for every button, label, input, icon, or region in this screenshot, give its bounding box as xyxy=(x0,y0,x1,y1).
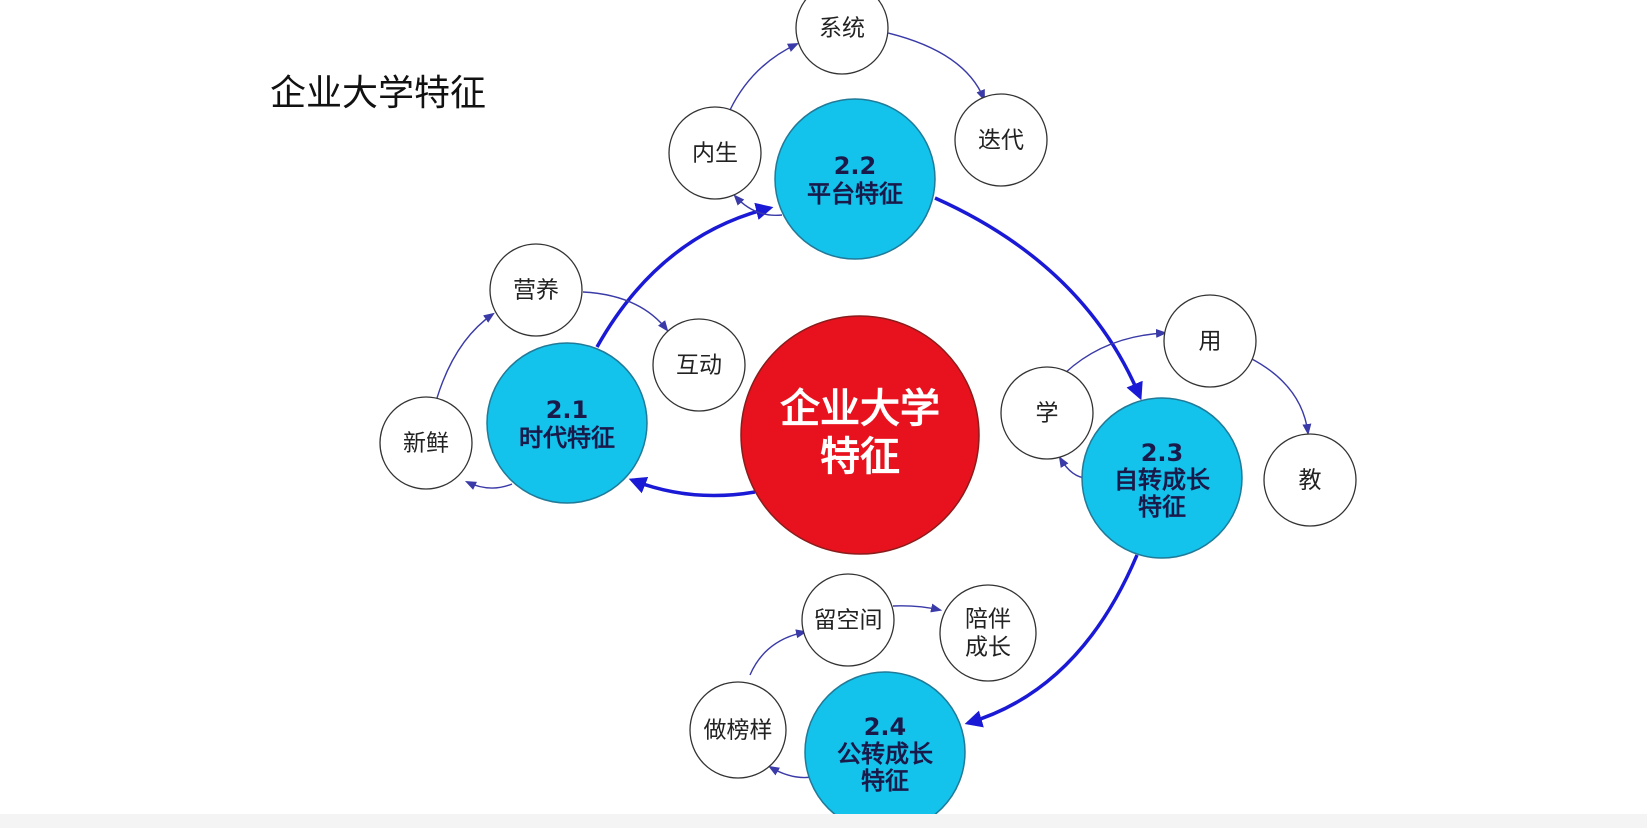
center-label-line2: 特征 xyxy=(820,434,900,480)
arrow-liukongjian-to-peiban xyxy=(892,603,943,613)
sub-circle-zuobangyang xyxy=(689,681,787,779)
arrow-xue-to-yong xyxy=(1064,328,1168,374)
sub-node-peiban: 陪伴 成长 xyxy=(939,584,1037,682)
feature-name-2-4-line1: 公转成长 xyxy=(837,740,934,768)
sub-node-yingyang: 营养 xyxy=(489,243,583,337)
arrow-2-2-to-neisheng xyxy=(733,194,783,217)
center-circle xyxy=(740,315,980,555)
sub-node-yong: 用 xyxy=(1163,294,1257,388)
sub-label-peiban-line2: 成长 xyxy=(965,635,1011,661)
bottom-strip xyxy=(0,814,1647,828)
feature-node-2-4: 2.4 公转成长 特征 xyxy=(804,671,966,828)
sub-node-zuobangyang: 做榜样 xyxy=(689,681,787,779)
arrow-2-2-to-2-3 xyxy=(934,196,1143,401)
sub-circle-xinxian xyxy=(379,396,473,490)
arrow-2-1-to-2-2 xyxy=(595,202,774,348)
sub-node-liukongjian: 留空间 xyxy=(801,573,895,667)
arrow-yingyang-to-hudong xyxy=(582,291,669,332)
feature-node-2-1: 2.1 时代特征 xyxy=(486,342,648,504)
center-node: 企业大学 特征 xyxy=(740,315,980,555)
sub-node-xitong: 系统 xyxy=(795,0,889,75)
feature-name-2-4-line2: 特征 xyxy=(861,767,909,795)
feature-name-2-3-line2: 特征 xyxy=(1138,493,1186,521)
sub-label-xitong: 系统 xyxy=(819,16,865,42)
sub-node-xinxian: 新鲜 xyxy=(379,396,473,490)
sub-node-xue: 学 xyxy=(1000,366,1094,460)
feature-number-2-3: 2.3 xyxy=(1141,439,1184,467)
feature-name-2-1: 时代特征 xyxy=(519,424,615,452)
sub-label-peiban-line1: 陪伴 xyxy=(965,607,1011,633)
center-label-line1: 企业大学 xyxy=(780,386,940,432)
arrow-2-4-to-zuobangyang xyxy=(768,765,813,779)
sub-label-zuobangyang: 做榜样 xyxy=(704,718,773,744)
sub-circle-yingyang xyxy=(489,243,583,337)
sub-node-hudong: 互动 xyxy=(652,318,746,412)
sub-circle-xitong xyxy=(795,0,889,75)
page-title: 企业大学特征 xyxy=(270,73,487,114)
arrow-xitong-to-diedai xyxy=(887,32,985,102)
sub-label-xue: 学 xyxy=(1036,401,1059,427)
arrow-yong-to-jiao xyxy=(1249,357,1312,436)
feature-circle-2-2 xyxy=(774,98,936,260)
feature-name-2-3-line1: 自转成长 xyxy=(1114,466,1211,494)
sub-label-xinxian: 新鲜 xyxy=(403,431,449,457)
feature-node-2-3: 2.3 自转成长 特征 xyxy=(1081,397,1243,559)
feature-circle-2-3 xyxy=(1081,397,1243,559)
sub-circle-jiao xyxy=(1263,433,1357,527)
feature-node-2-2: 2.2 平台特征 xyxy=(774,98,936,260)
feature-number-2-2: 2.2 xyxy=(834,152,877,180)
sub-label-yong: 用 xyxy=(1199,329,1222,355)
sub-label-diedai: 迭代 xyxy=(978,128,1024,154)
sub-label-liukongjian: 留空间 xyxy=(814,608,883,634)
arrow-neisheng-to-xitong xyxy=(729,43,800,111)
feature-name-2-2: 平台特征 xyxy=(807,180,903,208)
sub-node-diedai: 迭代 xyxy=(954,93,1048,187)
sub-label-yingyang: 营养 xyxy=(513,278,559,304)
feature-number-2-1: 2.1 xyxy=(546,396,589,424)
arrow-center-to-2-1 xyxy=(628,477,756,498)
arrow-xinxian-to-yingyang xyxy=(436,312,495,399)
sub-label-jiao: 教 xyxy=(1299,468,1322,494)
sub-node-neisheng: 内生 xyxy=(668,106,762,200)
arrow-2-1-to-xinxian xyxy=(464,481,513,490)
sub-circle-liukongjian xyxy=(801,573,895,667)
sub-label-hudong: 互动 xyxy=(676,353,722,379)
feature-circle-2-1 xyxy=(486,342,648,504)
sub-node-jiao: 教 xyxy=(1263,433,1357,527)
sub-circle-hudong xyxy=(652,318,746,412)
sub-circle-peiban xyxy=(939,584,1037,682)
arrow-zuobangyang-to-liukongjian xyxy=(749,629,808,676)
sub-circle-xue xyxy=(1000,366,1094,460)
feature-circle-2-4 xyxy=(804,671,966,828)
sub-label-neisheng: 内生 xyxy=(692,141,738,167)
sub-circle-neisheng xyxy=(668,106,762,200)
sub-circle-yong xyxy=(1163,294,1257,388)
sub-circle-diedai xyxy=(954,93,1048,187)
feature-number-2-4: 2.4 xyxy=(864,713,907,741)
arrow-2-3-to-2-4 xyxy=(964,554,1139,728)
